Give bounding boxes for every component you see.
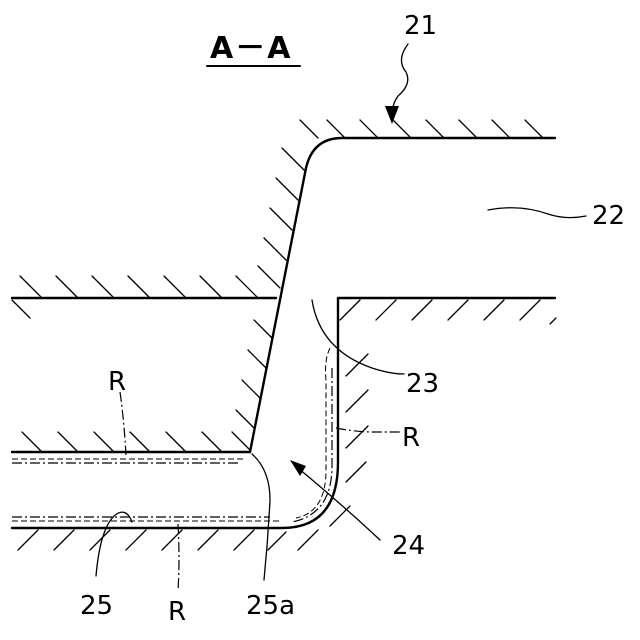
label-25a: 25a [246,591,295,621]
hatch-channel-upper [22,432,250,452]
hatch-under-upper-left [12,300,30,318]
leader-21 [392,44,408,116]
label-24: 24 [392,531,425,561]
leader-25 [96,512,132,576]
label-r-left: R [108,367,126,397]
coating-right [296,348,330,518]
right-step-wall [12,298,555,528]
slanted-and-top-wall [250,138,555,452]
leader-r-left [120,392,126,455]
section-title: A－A [210,31,292,66]
leader-r-bottom [178,524,179,590]
coating-right-dashdot [292,368,332,522]
leader-23 [312,300,404,374]
leader-22 [488,208,586,218]
hatch-right-vertical [298,354,368,550]
label-23: 23 [406,369,439,399]
hatch-slanted [236,148,304,428]
label-r-bottom: R [168,597,186,627]
hatch-top [300,120,543,138]
hatch-right-step [340,300,556,324]
leader-r-right [336,428,400,432]
label-22: 22 [592,201,625,231]
hatch-bottom [18,530,286,550]
leader-24 [298,468,380,540]
arrow-21 [385,106,399,124]
hatch-upper-left [20,276,258,298]
label-21: 21 [404,11,437,41]
label-r-right: R [402,423,420,453]
label-25: 25 [80,591,113,621]
arrow-24 [290,460,306,476]
